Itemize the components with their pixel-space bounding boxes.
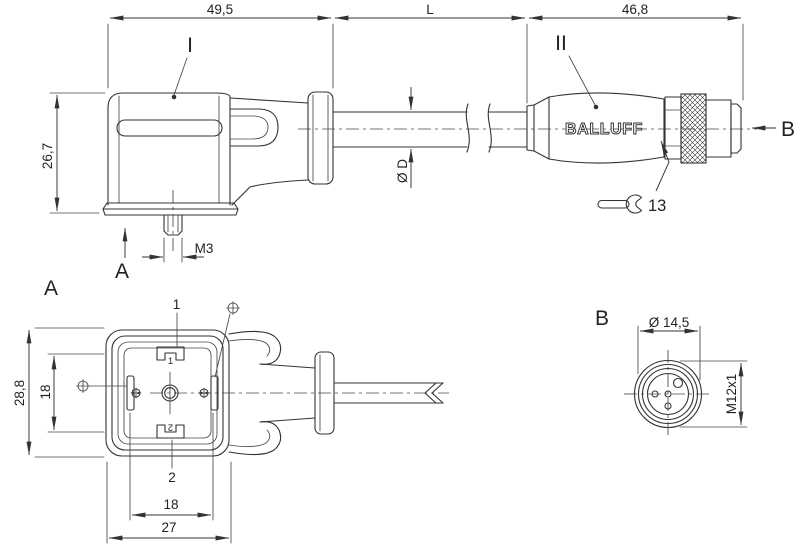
- dim-18-h: 18: [163, 497, 178, 512]
- pin1-callout: 1: [173, 297, 181, 347]
- dim-14-5: Ø 14,5: [649, 315, 690, 330]
- dim-cable-dia: Ø D: [395, 159, 410, 183]
- contact-pin2: [156, 424, 185, 439]
- wrench-icon: [597, 194, 643, 214]
- earth-symbol-top: [214, 301, 240, 378]
- wrench-size-label: 13: [648, 197, 666, 215]
- view-arrow-b-label: B: [781, 118, 795, 141]
- view-b-title: B: [595, 307, 609, 330]
- thread-barrel: [705, 99, 732, 158]
- dimension-pin-spacing-v: 18: [38, 353, 105, 433]
- screw-left: [130, 387, 142, 399]
- dim-m3: M3: [195, 241, 214, 256]
- part1-label: I: [187, 34, 193, 57]
- dimension-body-height: 26,7: [40, 92, 106, 214]
- view-b: B Ø 14,5 M12x1: [595, 307, 748, 438]
- earth-symbol-left: [76, 379, 128, 393]
- pin2-callout: 2: [168, 439, 176, 485]
- connector-tip: [730, 103, 742, 154]
- view-a: A 1 2: [12, 277, 449, 544]
- dim-28-8: 28,8: [12, 380, 27, 406]
- part2-label: II: [555, 32, 567, 55]
- m12-face: [624, 350, 712, 438]
- view-a-title: A: [44, 277, 58, 300]
- dim-26-7: 26,7: [40, 143, 55, 169]
- dim-L: L: [426, 2, 434, 17]
- dim-m12x1: M12x1: [724, 374, 739, 415]
- dim-18-v: 18: [38, 384, 53, 399]
- dimension-stud: M3: [142, 237, 214, 263]
- pin1-mark: 1: [168, 356, 173, 367]
- contact-pin1: [156, 346, 185, 361]
- dimension-cable-length: L: [334, 2, 528, 104]
- dim-46-8: 46,8: [622, 2, 648, 17]
- pin1-label: 1: [173, 297, 181, 312]
- m12-connector-side: BALLUFF: [526, 92, 742, 164]
- valve-connector-side: [102, 91, 334, 252]
- part1-callout: I: [171, 34, 193, 100]
- dim-27: 27: [161, 520, 176, 535]
- contacts: 1 2: [126, 346, 219, 439]
- keyway-hole: [672, 377, 684, 389]
- dim-49-5: 49,5: [207, 2, 233, 17]
- contact-right: [210, 375, 219, 411]
- screw-right: [198, 387, 210, 399]
- pin2-mark: 2: [168, 422, 173, 433]
- balluff-logo: BALLUFF: [565, 121, 643, 138]
- cable-side: [298, 103, 757, 153]
- dimension-connector-length: 46,8: [528, 2, 744, 101]
- view-arrow-b: B: [751, 118, 795, 141]
- wrench-callout: 13: [597, 140, 670, 215]
- pin2-label: 2: [168, 470, 176, 485]
- view-arrow-a-label: A: [115, 260, 129, 283]
- knurled-nut: [680, 93, 707, 164]
- dimension-thread: M12x1: [679, 360, 748, 428]
- side-view: 49,5 L 46,8 26,7 I: [40, 2, 795, 283]
- dimension-pin-spacing-h: 18: [129, 412, 214, 521]
- part2-callout: II: [555, 32, 599, 110]
- gland-rear: [150, 330, 449, 456]
- dimension-outer-dia: Ø 14,5: [637, 315, 701, 381]
- dimension-outer-width: 27: [106, 461, 232, 544]
- dimension-body-width: 49,5: [107, 2, 334, 89]
- leader-dot: [593, 104, 599, 110]
- cable-break-line: [487, 103, 492, 153]
- view-arrow-a: A: [115, 227, 129, 283]
- dimension-outer-height: 28,8: [12, 327, 105, 458]
- leader-dot: [171, 94, 177, 100]
- dimension-cable-diameter: Ø D: [395, 87, 414, 188]
- cable-break-line: [465, 103, 470, 153]
